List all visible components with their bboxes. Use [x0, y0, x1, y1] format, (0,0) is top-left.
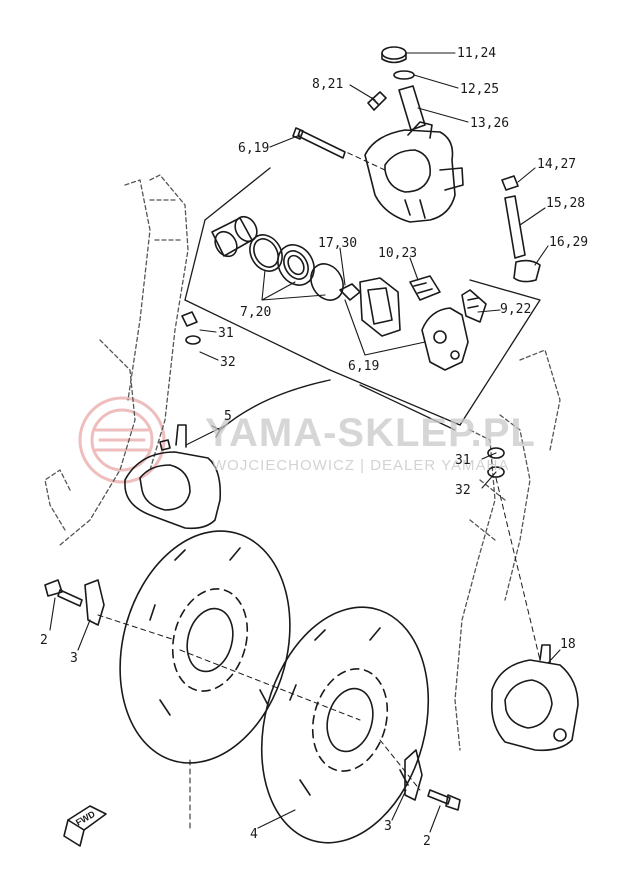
callout-3-right: 3	[384, 819, 392, 834]
callout-9-22: 9,22	[500, 302, 531, 317]
callout-6-19-upper: 6,19	[238, 141, 269, 156]
brake-disc-left	[119, 530, 291, 764]
callout-15-28: 15,28	[546, 196, 585, 211]
caliper-support-bracket	[421, 307, 469, 371]
fwd-label: FWD	[74, 809, 97, 828]
lock-washer-right	[404, 749, 423, 801]
washer-right-31	[487, 447, 505, 459]
callout-12-25: 12,25	[460, 82, 499, 97]
upper-caliper-body	[364, 121, 464, 223]
brake-pad-upper	[359, 277, 401, 337]
callout-3-left: 3	[70, 651, 78, 666]
o-ring	[393, 70, 415, 80]
fork-leg-left	[44, 174, 189, 546]
callout-32-left: 32	[220, 355, 236, 370]
callout-16-29: 16,29	[549, 235, 588, 250]
callout-4: 4	[250, 827, 258, 842]
support-bolt-right	[501, 175, 541, 283]
callout-14-27: 14,27	[537, 157, 576, 172]
lock-washer-left	[84, 579, 105, 626]
leader-lines	[49, 52, 561, 833]
left-caliper	[124, 424, 222, 530]
bleeder-screw	[367, 91, 387, 111]
pad-spring	[409, 275, 441, 301]
brake-disc-right	[260, 606, 430, 844]
retaining-ring	[310, 263, 344, 301]
callout-17-30: 17,30	[318, 236, 357, 251]
fork-leg-right	[454, 349, 561, 751]
alignment-lines	[97, 139, 541, 831]
fwd-arrow-icon	[63, 805, 107, 847]
assembly-arrow	[211, 379, 331, 438]
callout-31-right: 31	[455, 453, 471, 468]
washer-left-32	[185, 335, 201, 345]
washer-left-31	[181, 311, 198, 327]
callout-32-right: 32	[455, 483, 471, 498]
tray-line	[359, 384, 456, 431]
pad-retainer	[461, 289, 487, 323]
callout-8-21: 8,21	[312, 77, 343, 92]
callout-31-left: 31	[218, 326, 234, 341]
callout-11-24: 11,24	[457, 46, 496, 61]
caliper-bolt-upper	[292, 127, 346, 159]
watermark-logo	[78, 396, 166, 484]
boot-cap	[381, 46, 407, 64]
washer-right-32	[487, 466, 505, 478]
right-caliper	[490, 644, 579, 752]
callout-7-20: 7,20	[240, 305, 271, 320]
watermark-sub-text: WOJCIECHOWICZ | DEALER YAMAHA	[212, 457, 509, 474]
callout-6-19-lower: 6,19	[348, 359, 379, 374]
callout-2-right: 2	[423, 834, 431, 849]
dust-seal	[277, 244, 315, 286]
callout-10-23: 10,23	[378, 246, 417, 261]
callout-5: 5	[224, 409, 232, 424]
callout-18: 18	[560, 637, 576, 652]
slide-pin-upper	[398, 85, 426, 131]
callout-13-26: 13,26	[470, 116, 509, 131]
piston-seal	[249, 234, 283, 272]
disc-bolt-left	[44, 579, 83, 607]
watermark-main-text: YAMA-SKLEP.PL	[205, 411, 536, 455]
exploded-tray	[184, 167, 541, 426]
callout-2-left: 2	[40, 633, 48, 648]
disc-bolt-right	[427, 789, 461, 811]
pad-shim	[339, 283, 361, 301]
